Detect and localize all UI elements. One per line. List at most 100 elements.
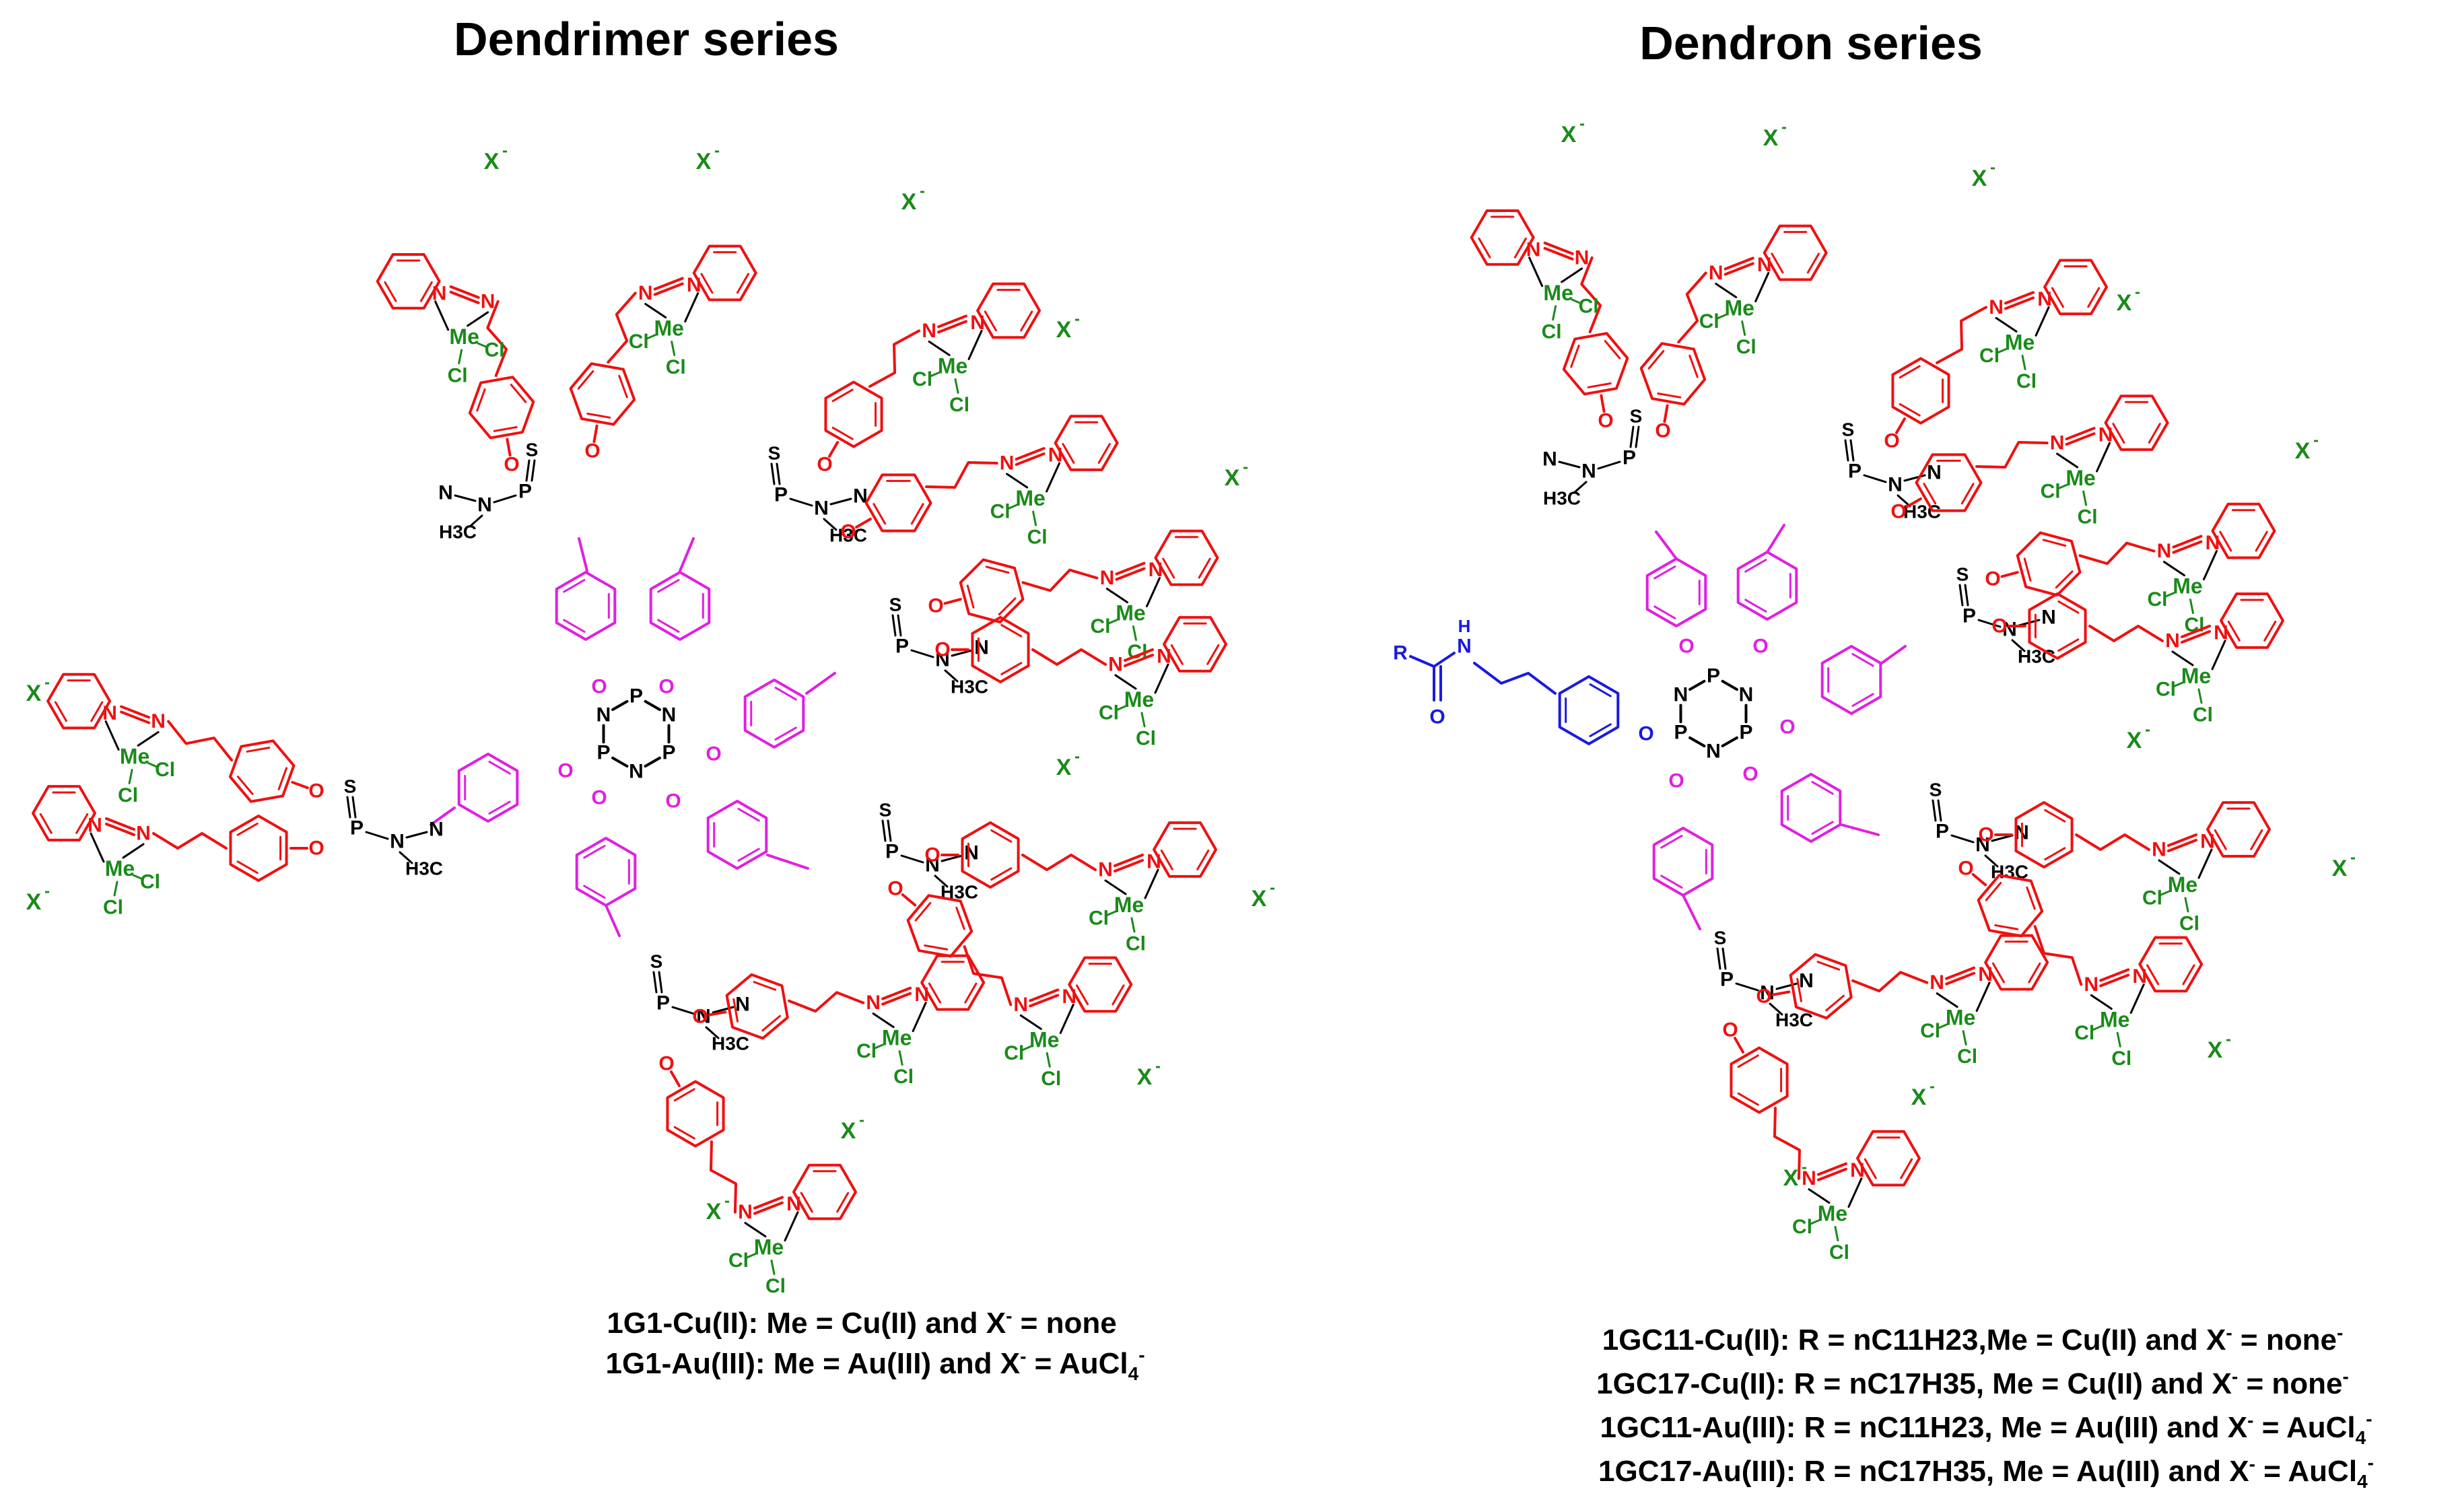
imine-nitrogen: N: [2050, 432, 2065, 454]
ring-outline: [229, 815, 288, 882]
chloride-ligand: Cl: [1542, 320, 1562, 343]
phosphorus-atom: P: [656, 992, 670, 1015]
phenyl-ring: [229, 815, 288, 882]
bond: [1849, 439, 1855, 462]
bond: [955, 906, 965, 930]
bond: [578, 537, 588, 572]
ring-outline: [1470, 209, 1535, 266]
sulfur-atom: S: [1630, 406, 1643, 427]
bond: [1571, 298, 1583, 305]
ether-oxygen: O: [887, 878, 903, 900]
ring-outline: [692, 244, 757, 302]
chloride-ligand: Cl: [2041, 481, 2061, 503]
counter-ion-label: X-: [484, 142, 508, 175]
superscript-minus: -: [1270, 879, 1275, 897]
counter-ion-label: X-: [1763, 118, 1787, 151]
bond: [2197, 848, 2213, 879]
pyridine-ring: [920, 954, 986, 1011]
metal-center: Me: [1124, 687, 1154, 712]
bond: [1744, 598, 1767, 613]
linker-oxygen: O: [1752, 635, 1768, 658]
bond: [2055, 570, 2074, 589]
ether-oxygen: O: [928, 595, 943, 617]
amide-hydrogen: H: [1458, 616, 1471, 636]
counter-ion-x: X: [1056, 755, 1072, 780]
phenyl-ring: [1891, 357, 1950, 425]
pyridine-nitrogen: N: [102, 702, 117, 724]
counter-ion-label: X-: [1056, 310, 1080, 343]
bond: [120, 710, 151, 724]
bond: [1097, 443, 1111, 464]
counter-ion-x: X: [26, 889, 42, 915]
bond: [737, 808, 760, 822]
bond: [449, 285, 480, 299]
bond: [1977, 619, 2002, 628]
caption-superscript: -: [2337, 1322, 2343, 1343]
imine-nitrogen: N: [1799, 970, 1814, 992]
pyridine-nitrogen: N: [2037, 288, 2052, 310]
bond: [2163, 592, 2175, 598]
ring-phosphorus: P: [1739, 722, 1752, 744]
ring-outline: [906, 894, 974, 958]
caption-superscript: -: [2247, 1410, 2253, 1431]
imine-nitrogen: N: [735, 994, 750, 1016]
chloride-ligand: Cl: [1126, 933, 1146, 955]
bond: [1723, 262, 1754, 276]
bond: [2158, 890, 2171, 897]
caption-text: 1G1-Au(III): Me = Au(III) and X: [605, 1347, 1020, 1380]
bond: [934, 874, 949, 888]
bond: [2004, 291, 2035, 305]
caption-line: 1G1-Au(III): Me = Au(III) and X- = AuCl4…: [605, 1344, 1145, 1384]
ether-oxygen: O: [308, 837, 324, 860]
imine-nitrogen: N: [1000, 452, 1015, 475]
hydrazine-nitrogen: N: [935, 649, 950, 671]
chloride-ligand: Cl: [155, 759, 175, 781]
bond: [1994, 924, 2019, 930]
ring-outline: [1639, 342, 1707, 406]
ring-outline: [1855, 1130, 1921, 1187]
bond: [770, 1260, 776, 1276]
bond: [1206, 644, 1220, 665]
phenyl-ring: [906, 894, 974, 958]
bond: [2057, 483, 2069, 490]
bond: [1903, 474, 1926, 482]
bond: [1721, 947, 1727, 970]
phenyl-ring: [971, 616, 1030, 683]
bond: [246, 747, 271, 753]
bond: [881, 992, 912, 1006]
ring-outline: [1562, 332, 1629, 396]
counter-ion-label: X-: [1225, 458, 1248, 491]
bond: [1587, 382, 1612, 388]
phosphorus-atom: P: [1962, 605, 1976, 627]
sulfur-atom: S: [344, 776, 357, 797]
caption-superscript: -: [1006, 1305, 1012, 1326]
caption-text: = none: [1012, 1307, 1116, 1340]
sulfur-atom: S: [526, 440, 539, 460]
bond: [831, 426, 854, 440]
chloride-ligand: Cl: [1792, 1216, 1812, 1238]
caption-line: 1GC11-Au(III): R = nC11H23, Me = Au(III)…: [1600, 1408, 2372, 1448]
ring-nitrogen: N: [1706, 741, 1721, 763]
imine-nitrogen: N: [866, 992, 881, 1014]
counter-ion-x: X: [696, 149, 712, 174]
chloride-ligand: Cl: [1829, 1241, 1849, 1264]
ring-nitrogen: N: [596, 704, 611, 726]
bond: [1816, 961, 1841, 971]
bond: [2044, 809, 2066, 823]
metal-center: Me: [449, 324, 479, 349]
bond: [1660, 874, 1683, 889]
bond: [592, 424, 599, 444]
bond: [1433, 652, 1456, 668]
pyridine-ring: [1054, 415, 1119, 471]
bond: [351, 796, 357, 819]
bond: [1604, 340, 1621, 359]
bond: [990, 867, 1013, 881]
ring-outline: [1891, 357, 1950, 425]
